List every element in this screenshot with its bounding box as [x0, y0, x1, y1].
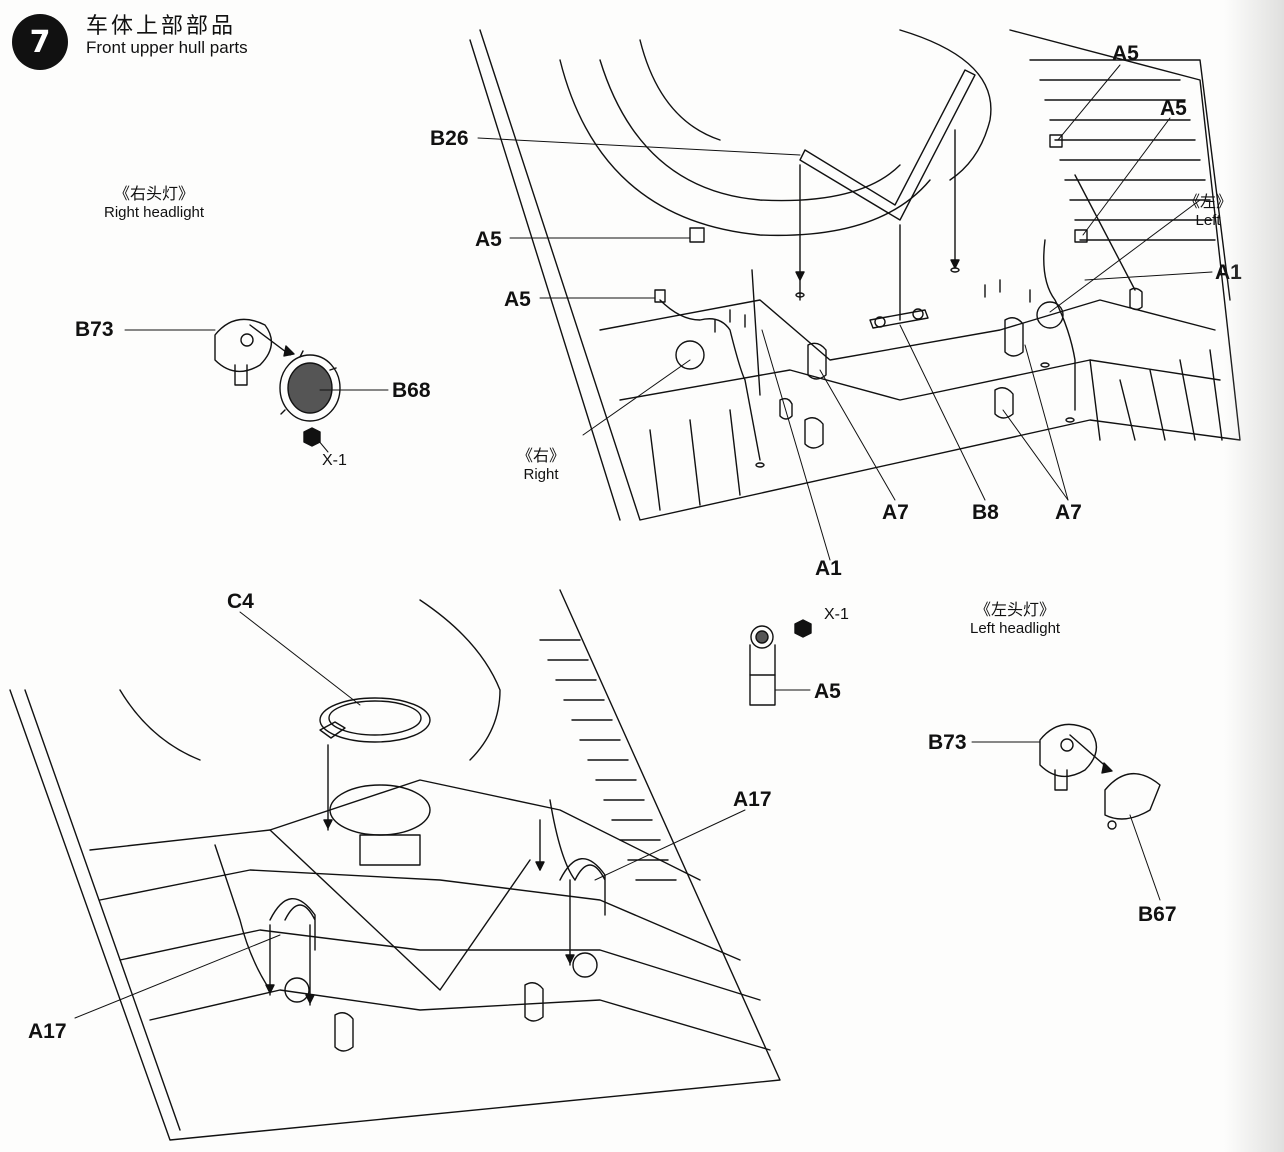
center-a5-part — [749, 619, 812, 706]
left-headlight-drawing — [1039, 723, 1161, 830]
caption-right-headlight-en: Right headlight — [104, 204, 205, 221]
label-a1-bottom: A1 — [815, 557, 842, 580]
label-a7-2: A7 — [1055, 501, 1082, 524]
label-c4: C4 — [227, 590, 254, 613]
label-b68: B68 — [392, 379, 431, 402]
upper-hull-drawing — [469, 29, 1241, 521]
label-a5-4: A5 — [1160, 97, 1187, 120]
page-edge-shadow — [1224, 0, 1284, 1152]
lower-hull-drawing — [9, 589, 781, 1141]
label-a5-3: A5 — [1112, 42, 1139, 65]
label-a17-left: A17 — [28, 1020, 67, 1043]
label-a7-1: A7 — [882, 501, 909, 524]
caption-left-headlight: 《左头灯》 Left headlight — [970, 596, 1060, 637]
label-b73-right: B73 — [75, 318, 114, 341]
caption-left-zh: 《左》 — [1184, 192, 1233, 211]
caption-left-headlight-zh: 《左头灯》 — [975, 600, 1056, 619]
step-title-english: Front upper hull parts — [86, 38, 248, 57]
caption-left: 《左》 Left — [1184, 188, 1232, 229]
leader-lines — [74, 64, 1213, 1019]
right-headlight-drawing — [214, 318, 341, 447]
caption-right-en: Right — [523, 466, 559, 483]
caption-left-en: Left — [1195, 212, 1221, 229]
label-x1-right: X-1 — [322, 452, 347, 469]
caption-right-headlight: 《右头灯》 Right headlight — [104, 180, 204, 221]
label-x1-center: X-1 — [824, 606, 849, 623]
label-a5-center: A5 — [814, 680, 841, 703]
caption-right-zh: 《右》 — [517, 446, 566, 465]
caption-right: 《右》 Right — [517, 442, 565, 483]
step-title-chinese: 车体上部部品 — [86, 14, 237, 39]
caption-left-headlight-en: Left headlight — [970, 620, 1061, 637]
label-b26: B26 — [430, 127, 469, 150]
caption-right-headlight-zh: 《右头灯》 — [114, 184, 195, 203]
label-a17-right: A17 — [733, 788, 772, 811]
label-b67: B67 — [1138, 903, 1177, 926]
label-b8: B8 — [972, 501, 999, 524]
step-number-badge: 7 — [12, 14, 68, 70]
label-b73-left: B73 — [928, 731, 967, 754]
label-a5-2: A5 — [504, 288, 531, 311]
label-a5-1: A5 — [475, 228, 502, 251]
